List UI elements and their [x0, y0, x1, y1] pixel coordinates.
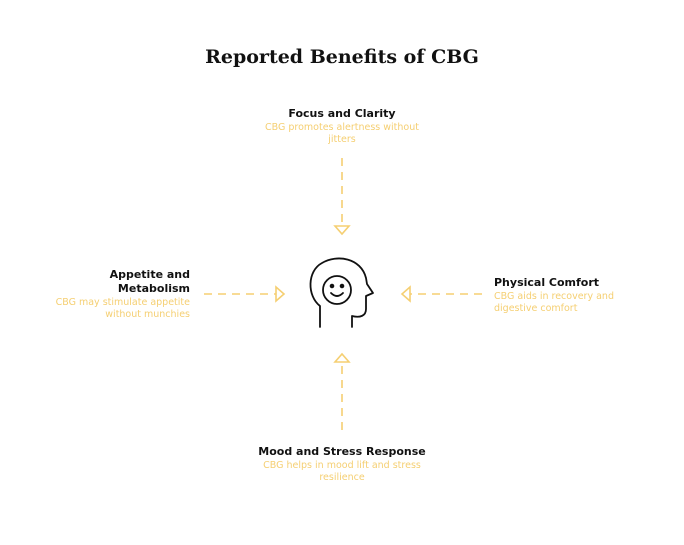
node-description: CBG aids in recovery and digestive comfo… — [494, 291, 614, 314]
node-description: CBG promotes alertness without jitters — [265, 122, 419, 145]
head-smile-icon — [309, 257, 374, 328]
arrow-bottom — [333, 352, 351, 430]
node-mood-stress: Mood and Stress Response CBG helps in mo… — [250, 445, 434, 484]
node-heading: Appetite and Metabolism — [109, 268, 190, 295]
node-heading: Focus and Clarity — [288, 107, 396, 120]
arrow-right — [400, 285, 482, 303]
node-heading: Physical Comfort — [494, 276, 600, 289]
node-description: CBG may stimulate appetite without munch… — [55, 297, 190, 320]
arrow-left — [204, 285, 286, 303]
diagram-title: Reported Benefits of CBG — [205, 46, 479, 68]
node-description: CBG helps in mood lift and stress resili… — [263, 460, 421, 483]
node-heading: Mood and Stress Response — [258, 445, 426, 458]
node-focus-clarity: Focus and Clarity CBG promotes alertness… — [250, 107, 434, 146]
node-appetite-metabolism: Appetite and Metabolism CBG may stimulat… — [40, 268, 190, 321]
arrow-top — [333, 158, 351, 236]
node-physical-comfort: Physical Comfort CBG aids in recovery an… — [494, 276, 644, 315]
